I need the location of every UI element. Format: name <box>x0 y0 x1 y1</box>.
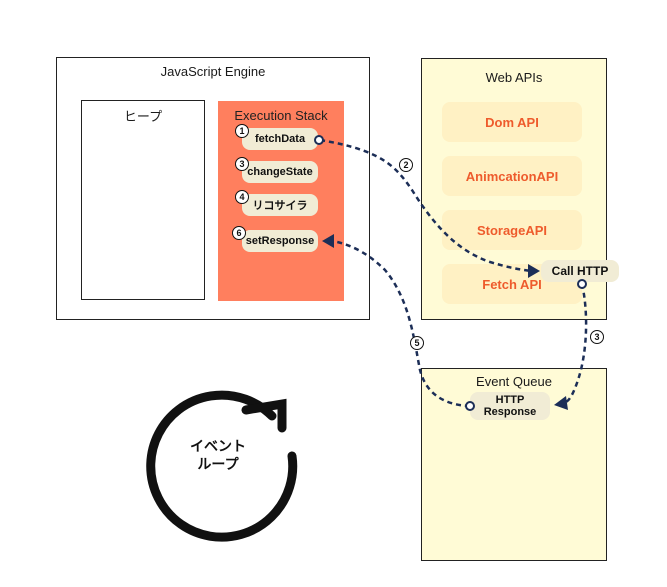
arrow-response-to-setresponse <box>331 239 471 408</box>
arrowhead-call-http <box>528 264 540 278</box>
arrow-origin-call-http <box>577 279 587 289</box>
step-number-6: 6 <box>232 226 246 240</box>
event-queue-title: Event Queue <box>476 374 552 389</box>
api-dom: Dom API <box>442 102 582 142</box>
heap-box <box>81 100 205 300</box>
event-loop-line1: イベント <box>190 438 246 454</box>
event-loop-label: イベント ループ <box>183 437 253 473</box>
arrow-origin-fetchdata <box>314 135 324 145</box>
step-number-3b: 3 <box>590 330 604 344</box>
heap-title: ヒープ <box>123 109 163 124</box>
arrow-fetch-to-call-http <box>319 138 533 273</box>
stack-item-fetchdata: fetchData <box>242 128 318 150</box>
call-http-label: Call HTTP <box>541 260 619 282</box>
arrow-origin-http-response <box>465 401 475 411</box>
event-loop-line2: ループ <box>197 456 239 472</box>
event-loop-circle <box>146 390 298 542</box>
step-number-3: 3 <box>235 157 249 171</box>
arrowhead-setresponse <box>322 234 334 248</box>
javascript-engine-box <box>56 57 370 320</box>
http-response-line2: Response <box>483 406 537 418</box>
stack-item-recoil: リコサイラ <box>242 194 318 216</box>
http-response-item: HTTP Response <box>470 392 550 420</box>
api-animation: AnimcationAPI <box>442 156 582 196</box>
arrow-call-http-to-queue <box>565 283 588 404</box>
web-apis-title: Web APIs <box>485 70 543 85</box>
step-number-1: 1 <box>235 124 249 138</box>
event-loop-arrowhead <box>241 398 287 433</box>
step-number-4: 4 <box>235 190 249 204</box>
step-number-5: 5 <box>410 336 424 350</box>
stack-item-changestate: changeState <box>242 161 318 183</box>
javascript-engine-title: JavaScript Engine <box>160 64 266 79</box>
step-number-2: 2 <box>399 158 413 172</box>
http-response-line1: HTTP <box>495 394 525 406</box>
api-storage: StorageAPI <box>442 210 582 250</box>
arrowhead-event-queue <box>554 396 568 410</box>
stack-item-setresponse: setResponse <box>242 230 318 252</box>
execution-stack-title: Execution Stack <box>234 108 328 123</box>
